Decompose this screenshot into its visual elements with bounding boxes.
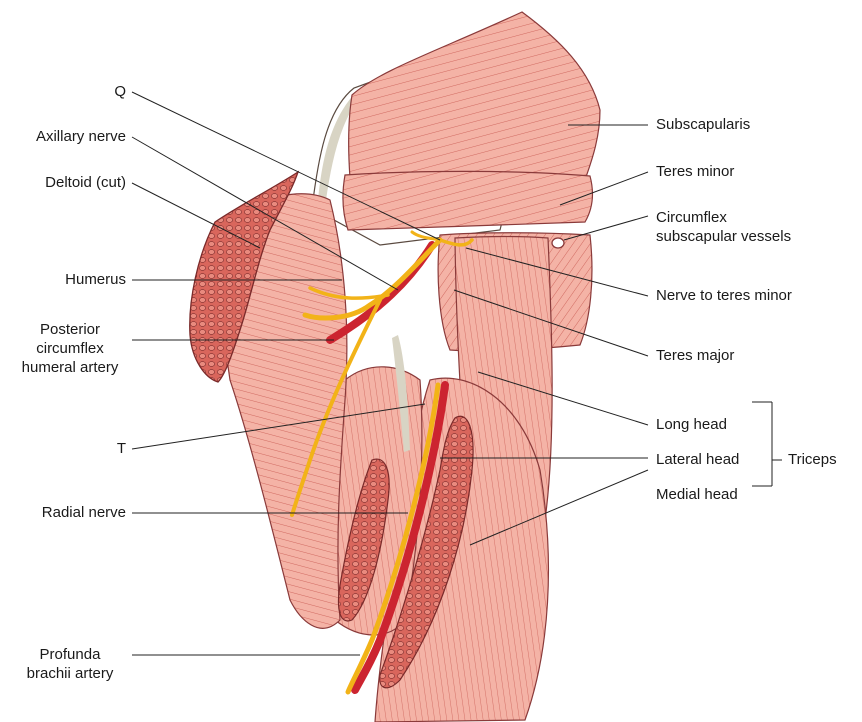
label-radial-nerve: Radial nerve xyxy=(0,503,126,522)
label-long-head: Long head xyxy=(656,415,727,434)
label-posterior-circumflex-line2: circumflex xyxy=(0,339,140,358)
label-profunda-line2: brachii artery xyxy=(0,664,140,683)
label-posterior-circumflex: Posterior circumflex humeral artery xyxy=(0,320,140,377)
label-subscapularis: Subscapularis xyxy=(656,115,750,134)
label-posterior-circumflex-line1: Posterior xyxy=(0,320,140,339)
label-axillary-nerve: Axillary nerve xyxy=(0,127,126,146)
circumflex-vessel xyxy=(552,238,564,248)
label-q: Q xyxy=(30,82,126,101)
label-nerve-to-teres-minor: Nerve to teres minor xyxy=(656,286,792,305)
label-medial-head: Medial head xyxy=(656,485,738,504)
label-humerus: Humerus xyxy=(0,270,126,289)
label-teres-major: Teres major xyxy=(656,346,734,365)
label-profunda-brachii: Profunda brachii artery xyxy=(0,645,140,683)
label-deltoid-cut: Deltoid (cut) xyxy=(0,173,126,192)
label-teres-minor: Teres minor xyxy=(656,162,734,181)
label-lateral-head: Lateral head xyxy=(656,450,739,469)
label-profunda-line1: Profunda xyxy=(0,645,140,664)
label-posterior-circumflex-line3: humeral artery xyxy=(0,358,140,377)
label-t: T xyxy=(30,439,126,458)
subscapularis-muscle xyxy=(349,12,600,182)
teres-minor-muscle xyxy=(343,171,592,230)
label-circumflex-vessels: Circumflex subscapular vessels xyxy=(656,208,791,246)
label-circumflex-line2: subscapular vessels xyxy=(656,227,791,246)
label-circumflex-line1: Circumflex xyxy=(656,208,791,227)
label-triceps: Triceps xyxy=(788,450,837,469)
